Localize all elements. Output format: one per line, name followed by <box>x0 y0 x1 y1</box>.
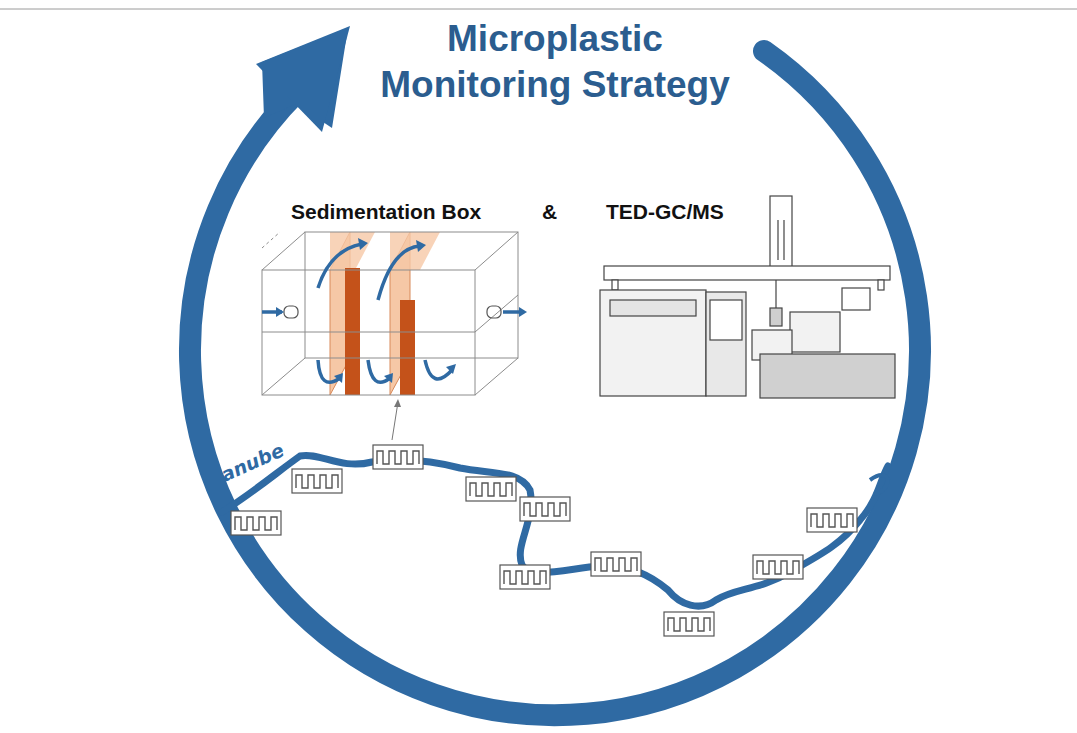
connector-symbol: & <box>542 200 557 224</box>
river-course <box>222 455 888 606</box>
river-name: Danube <box>203 438 287 492</box>
ted-gc-ms-instrument <box>600 196 895 398</box>
cycle-arrowhead-tip <box>256 26 350 132</box>
diagram-title: Microplastic Monitoring Strategy <box>355 16 755 108</box>
component-label: Sedimentation Box <box>291 200 481 224</box>
sedimentation-box-drawing <box>262 232 527 440</box>
cycle-arc <box>190 51 920 715</box>
sediment-sensor-icons <box>231 445 857 636</box>
component-label: TED-GC/MS <box>606 200 724 224</box>
